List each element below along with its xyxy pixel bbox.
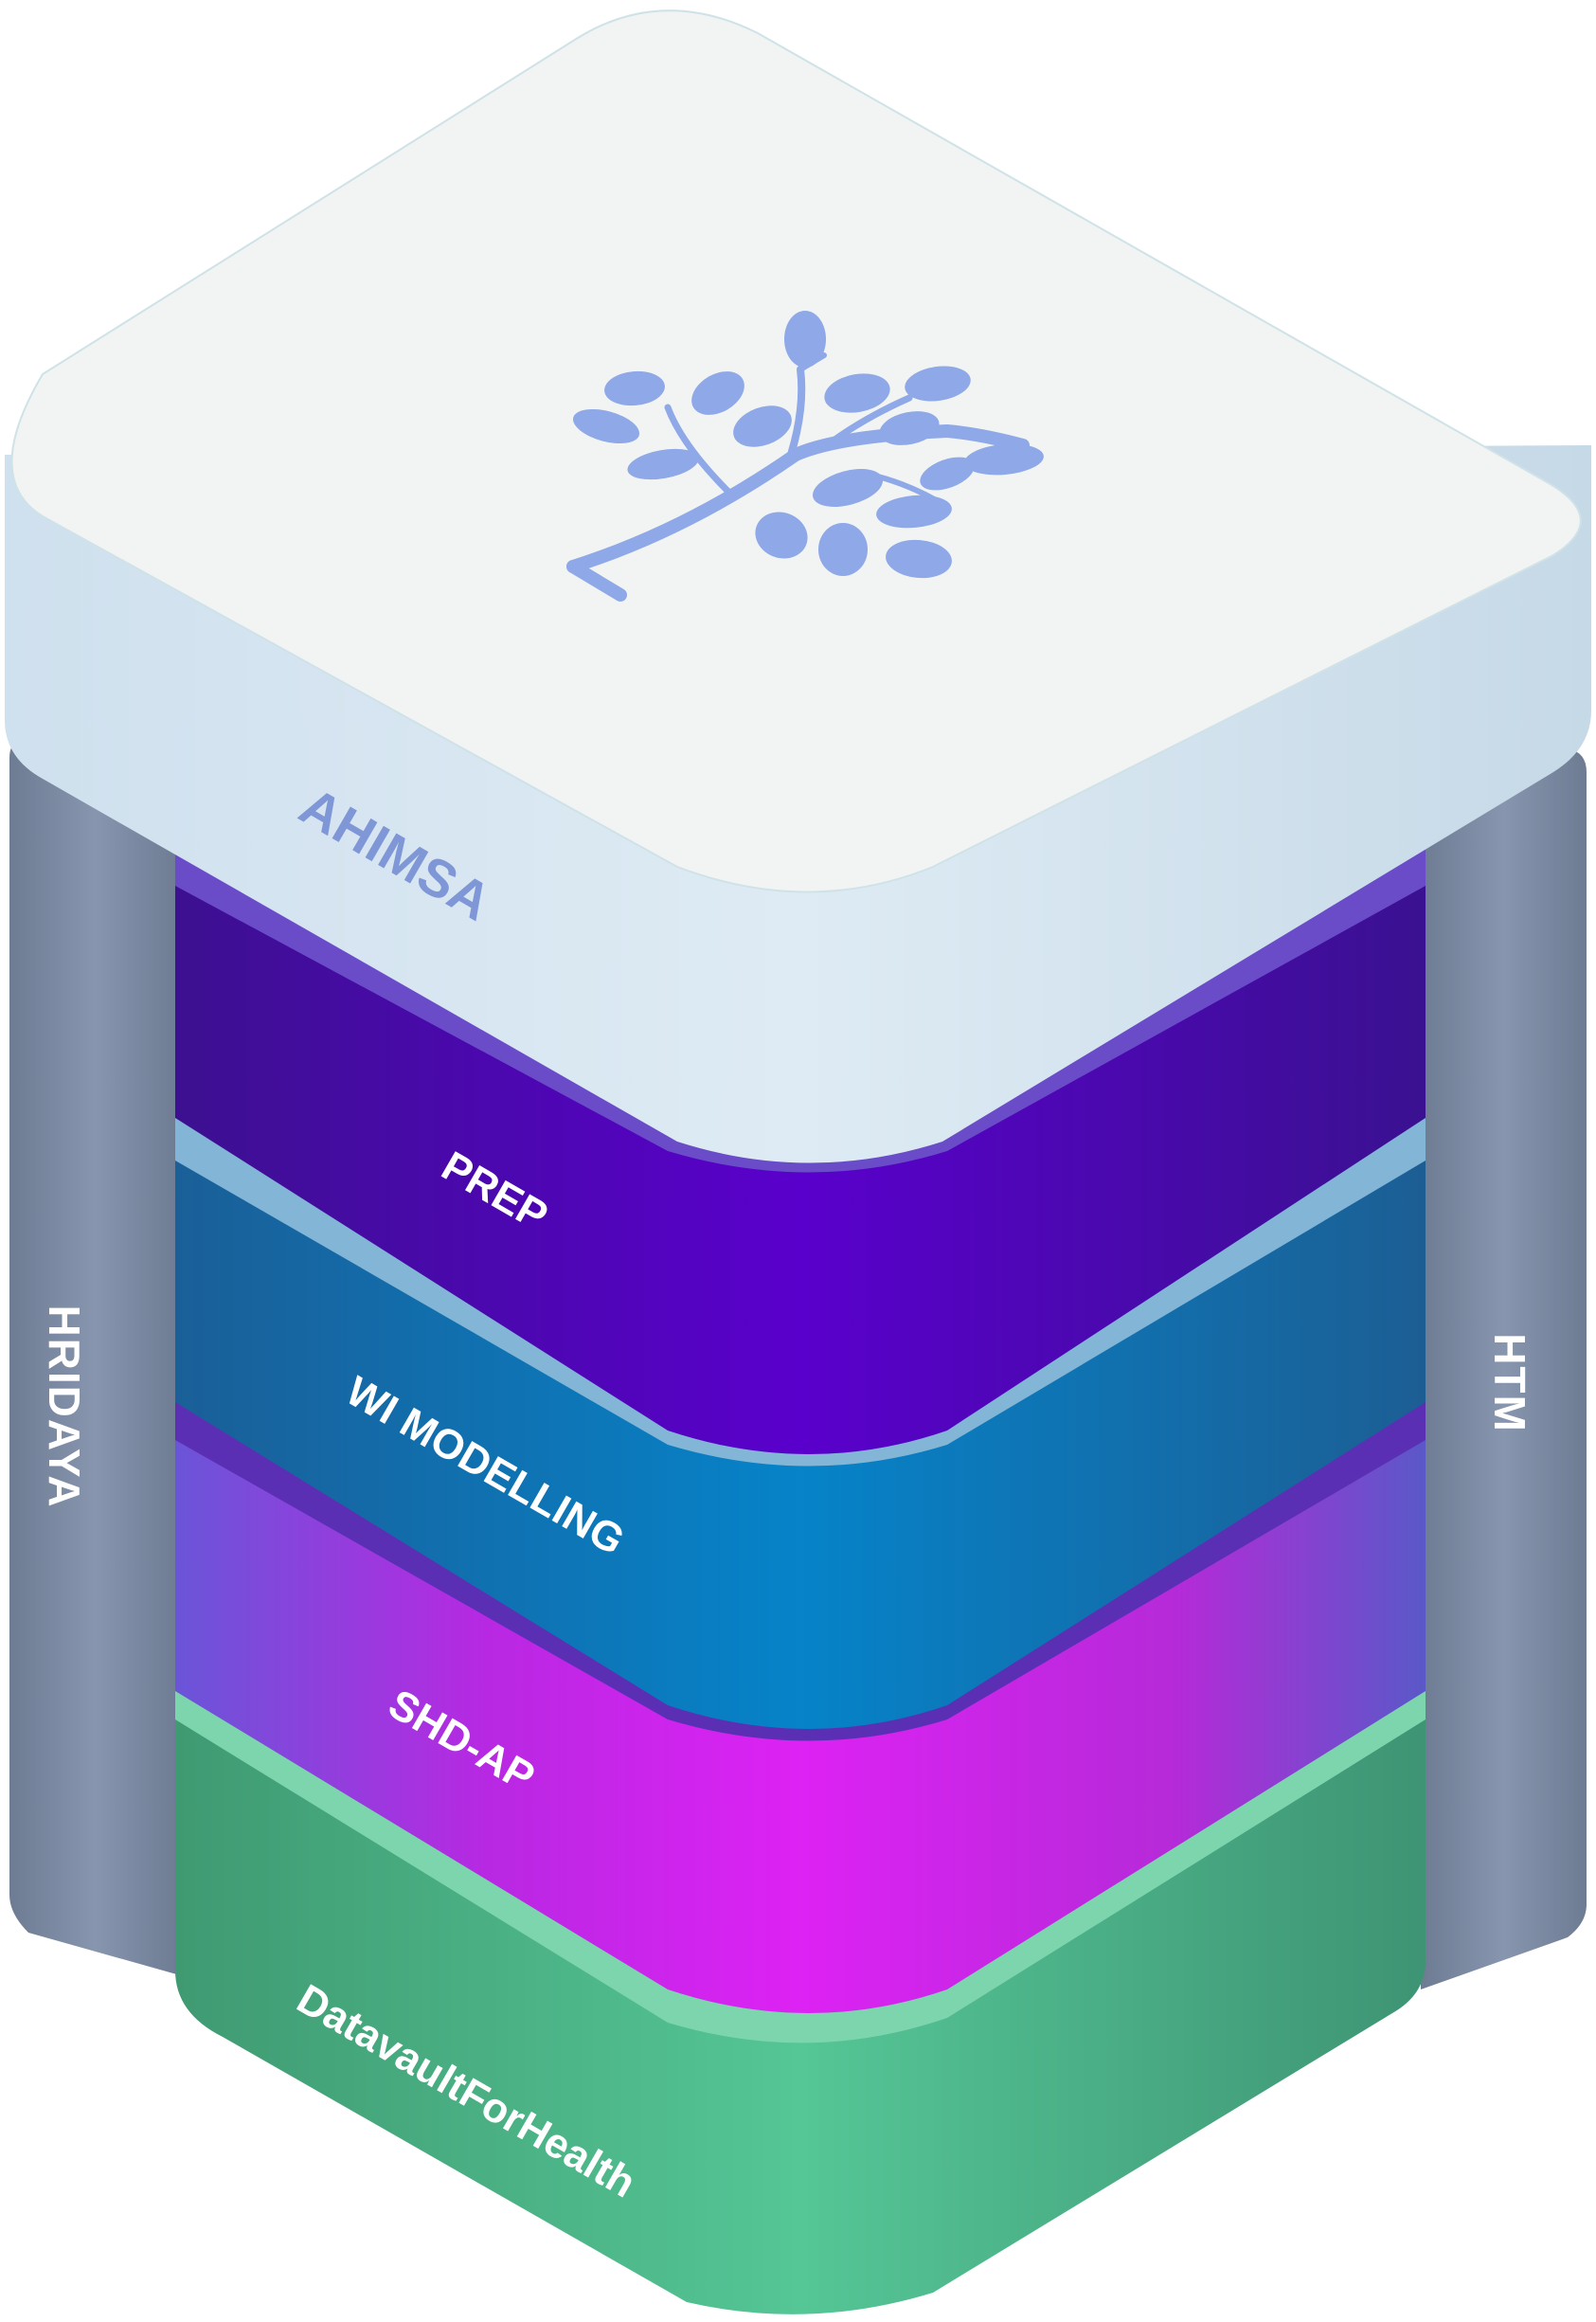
left-pillar-label: HRIDAYA [40, 1305, 89, 1508]
layer-ahimsa: AHIMSA [5, 9, 1591, 1163]
right-pillar-label: HTM [1485, 1333, 1534, 1433]
left-pillar: HRIDAYA [9, 739, 180, 1975]
tree-icon [566, 311, 1044, 602]
right-pillar: HTM [1421, 748, 1587, 1989]
